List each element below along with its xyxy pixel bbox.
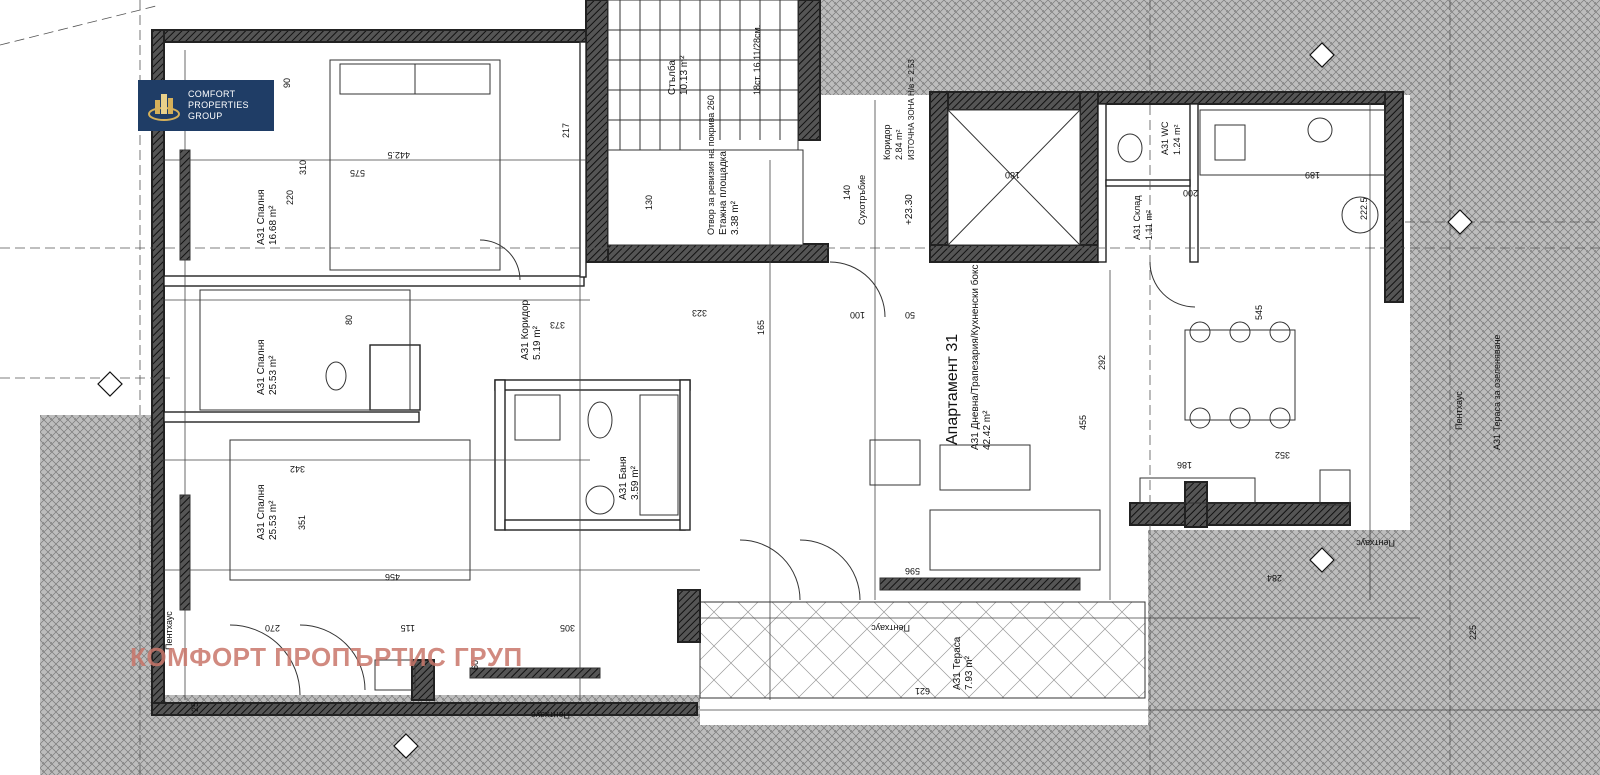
dimension-label: 323 [692, 308, 707, 318]
room-label-wc: А31 WC [1160, 121, 1170, 155]
dimension-label: 25 [190, 702, 200, 712]
watermark-text: КОМФОРТ ПРОПЪРТИС ГРУП [130, 642, 523, 672]
room-area-common-corridor: 2.84 m² [894, 129, 904, 160]
room-label-bedroom-2: А31 Спалня [256, 339, 267, 395]
dimension-label: 217 [561, 123, 571, 138]
logo-line: COMFORT [188, 89, 236, 99]
dimension-label: 545 [1254, 305, 1264, 320]
penthouse-label-bottom: Пентхаус [531, 710, 570, 720]
elevation-label: +23.30 [904, 194, 915, 225]
room-area-bedroom-1: 16.68 m² [268, 205, 279, 245]
building-logo-icon [148, 93, 180, 121]
stairs-steps-label: 18ст. 16.11/28см. [752, 25, 762, 95]
room-label-stairs: Стълба [666, 60, 678, 95]
dimension-label: 200 [1183, 188, 1198, 198]
room-label-bathroom: А31 Баня [618, 456, 629, 500]
door-swings [229, 239, 1196, 696]
interior-walls [163, 41, 1199, 531]
room-label-storage: А31 Склад [1132, 195, 1142, 240]
room-area-corridor: 5.19 m² [532, 325, 543, 360]
dimension-label: 222.5 [1359, 197, 1369, 220]
dimension-label: 455 [1078, 415, 1088, 430]
room-area-bedroom-2: 25.53 m² [268, 355, 279, 395]
penthouse-label-left: Пентхаус [164, 611, 174, 650]
dimension-labels: 442.5 575 310 220 217 342 351 456 305 27… [190, 78, 1478, 712]
dimension-label: 225 [1468, 625, 1478, 640]
room-label-corridor: А31 Коридор [520, 299, 531, 360]
dimension-label: 621 [915, 686, 930, 696]
terrace-greenery-label: А31 Тераса за озеленяване [1492, 334, 1502, 450]
room-label-bedroom-1: А31 Спалня [256, 189, 267, 245]
room-area-landing: 3.38 m² [730, 200, 741, 235]
dimension-label: 189 [1305, 170, 1320, 180]
dimension-label: 140 [842, 185, 852, 200]
logo-line: GROUP [188, 111, 223, 121]
dimension-label: 80 [344, 315, 354, 325]
penthouse-label: Пентхаус [1454, 391, 1464, 430]
dimension-label: 100 [850, 310, 865, 320]
dimension-label: 342 [290, 464, 305, 474]
room-area-terrace: 7.93 m² [964, 655, 975, 690]
dimension-label: 373 [550, 320, 565, 330]
room-area-wc: 1.24 m² [1172, 124, 1182, 155]
dimension-label: 596 [905, 566, 920, 576]
room-label-living: А31 Дневна/Трапезария/Кухненски бокс [969, 265, 981, 450]
room-label-common-corridor: Коридор [882, 124, 892, 160]
penthouse-label-terrace: Пентхаус [871, 623, 910, 633]
dimension-label: 310 [298, 160, 308, 175]
dimension-label: 442.5 [387, 150, 410, 160]
logo-line: PROPERTIES [188, 100, 249, 110]
room-area-living: 42.42 m² [982, 410, 993, 450]
dimension-label: 165 [756, 320, 766, 335]
room-area-storage: 1.11 m² [1144, 210, 1154, 240]
room-area-bathroom: 3.59 m² [630, 465, 641, 500]
dimension-label: 305 [560, 623, 575, 633]
dimension-label: 180 [1005, 170, 1020, 180]
dimension-label: 220 [285, 190, 295, 205]
terrace-area [699, 601, 1146, 699]
room-label-landing: Етажна площадка [718, 151, 729, 235]
dimension-label: 50 [905, 310, 915, 320]
dimension-label: 575 [350, 168, 365, 178]
dimension-label: 130 [644, 195, 654, 210]
dimension-label: 60 [470, 660, 480, 670]
dimension-label: 352 [1275, 450, 1290, 460]
dimension-label: 186 [1177, 460, 1192, 470]
dimension-label: 270 [265, 623, 280, 633]
grid-markers [97, 42, 1473, 759]
company-logo: COMFORT PROPERTIES GROUP [138, 80, 274, 131]
dimension-label: 351 [297, 515, 307, 530]
staircase [607, 0, 804, 246]
dimension-label: 115 [401, 623, 415, 633]
apartment-title: Апартамент 31 [944, 334, 961, 445]
dry-riser-label: Сухотръбие [857, 175, 867, 225]
dimension-label: 90 [282, 78, 292, 88]
furniture [179, 59, 1386, 691]
revision-opening-label: Отвор за ревизия на покрива 260 [706, 95, 716, 235]
elevator-shaft [947, 109, 1081, 246]
logo-text: COMFORT PROPERTIES GROUP [188, 89, 249, 122]
room-label-terrace: А31 Тераса [952, 636, 963, 690]
penthouse-label-right: Пентхаус [1356, 538, 1395, 548]
dimension-label: 456 [385, 572, 400, 582]
dimension-label: 292 [1097, 355, 1107, 370]
dimension-label: 284 [1267, 573, 1282, 583]
room-area-stairs: 10.13 m² [679, 55, 690, 95]
room-label-bedroom-3: А31 Спалня [256, 484, 267, 540]
common-corridor-note: ИЗТОЧНА ЗОНА Н/в = 2.53 [907, 59, 916, 160]
room-area-bedroom-3: 25.53 m² [268, 500, 279, 540]
